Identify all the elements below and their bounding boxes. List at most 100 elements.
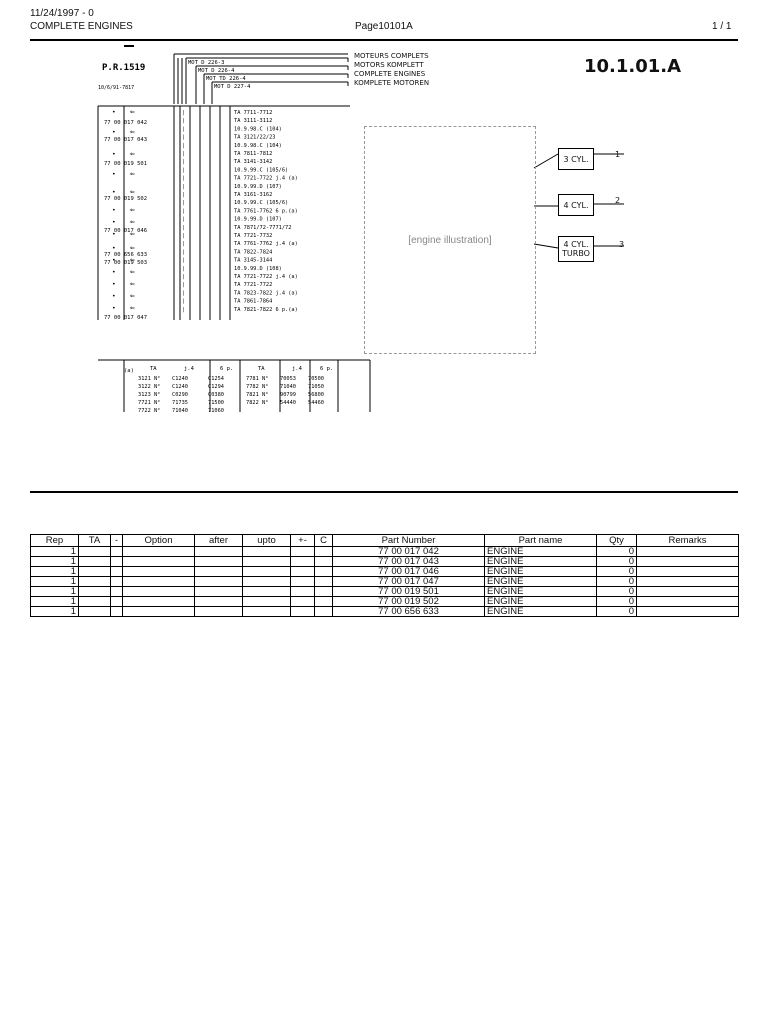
- arrow-marker: ⇐: [130, 169, 135, 178]
- qty-cell: 0: [596, 546, 637, 557]
- lower-table-cell: 54440: [280, 400, 296, 406]
- remarks-cell: [636, 566, 739, 577]
- dash-cell: [110, 606, 123, 617]
- part-number-cell: 77 00 017 047: [332, 576, 485, 587]
- title-nl: KOMPLETE MOTOREN: [354, 79, 430, 87]
- lower-table-cell: 90799: [280, 392, 296, 398]
- lower-table-cell: 70500: [308, 376, 324, 382]
- row-tick: |: [182, 143, 185, 149]
- c-cell: [314, 546, 333, 557]
- after-cell: [194, 606, 243, 617]
- after-cell: [194, 546, 243, 557]
- row-reference: TA 7721-7722 j.4 (a): [234, 176, 298, 182]
- figure-code: 10.1.01.A: [584, 56, 682, 77]
- mot-label: MOT D 226-3: [188, 60, 224, 66]
- remarks-cell: [636, 586, 739, 597]
- rep-cell: 1: [30, 606, 79, 617]
- section-title: COMPLETE ENGINES: [30, 21, 133, 32]
- row-tick: |: [182, 118, 185, 124]
- callout-leader: [533, 153, 559, 169]
- row-reference: TA 7721-7732: [234, 233, 272, 239]
- arrow-marker: ⇐: [130, 291, 135, 300]
- row-tick: |: [182, 217, 185, 223]
- row-reference: TA 7811-7812: [234, 151, 272, 157]
- dash-cell: [110, 586, 123, 597]
- row-bullet: •: [112, 231, 116, 238]
- lower-table-cell: C1294: [208, 384, 224, 390]
- row-reference: 10.9.99.C (105/6): [234, 200, 288, 206]
- upto-cell: [242, 556, 291, 567]
- row-tick: |: [182, 233, 185, 239]
- plusminus-cell: [290, 606, 315, 617]
- arrow-marker: ⇐: [130, 229, 135, 238]
- part-number-cell: 77 00 019 502: [332, 596, 485, 607]
- mot-label: MOT D 226-4: [198, 68, 235, 74]
- row-tick: |: [182, 241, 185, 247]
- column-header: Qty: [596, 534, 637, 547]
- row-tick: |: [182, 192, 185, 198]
- lower-table-cell: 71040: [280, 384, 296, 390]
- c-cell: [314, 606, 333, 617]
- column-header: Remarks: [636, 534, 739, 547]
- row-reference: TA 7711-7712: [234, 110, 272, 116]
- column-header: after: [194, 534, 243, 547]
- lower-table-head: j.4: [184, 366, 195, 372]
- rep-cell: 1: [30, 596, 79, 607]
- remarks-cell: [636, 546, 739, 557]
- dash-cell: [110, 566, 123, 577]
- rep-cell: 1: [30, 556, 79, 567]
- row-reference: 10.9.99.D (108): [234, 266, 282, 272]
- left-part-ref: 77 00 017 042: [104, 120, 147, 126]
- rep-cell: 1: [30, 546, 79, 557]
- lower-table-cell: 54460: [308, 400, 324, 406]
- lower-table-cell: C0380: [208, 392, 224, 398]
- part-number-cell: 77 00 656 633: [332, 606, 485, 617]
- row-tick: |: [182, 307, 185, 313]
- option-cell: [122, 566, 195, 577]
- title-en: COMPLETE ENGINES: [354, 70, 426, 78]
- lower-table-cell: 7721 N°: [138, 400, 160, 406]
- qty-cell: 0: [596, 586, 637, 597]
- lower-table-note: (a): [124, 368, 134, 374]
- row-reference: TA 7823-7822 j.4 (a): [234, 290, 298, 296]
- callout-leader: [533, 243, 559, 249]
- row-bullet: •: [112, 219, 116, 226]
- lower-table-cell: 71735: [172, 400, 188, 406]
- c-cell: [314, 566, 333, 577]
- upto-cell: [242, 546, 291, 557]
- arrow-marker: ⇐: [130, 267, 135, 276]
- option-cell: [122, 596, 195, 607]
- column-header: TA: [78, 534, 111, 547]
- dash-cell: [110, 556, 123, 567]
- lower-table-cell: 7781 N°: [246, 376, 268, 382]
- lower-table-head: 6 p.: [220, 366, 233, 372]
- row-tick: |: [182, 274, 185, 280]
- lower-table-cell: 70053: [280, 376, 296, 382]
- after-cell: [194, 576, 243, 587]
- after-cell: [194, 596, 243, 607]
- remarks-cell: [636, 596, 739, 607]
- lower-table-cell: 7822 N°: [246, 400, 268, 406]
- lower-table-cell: 71050: [308, 384, 324, 390]
- row-reference: TA 3121/22/23: [234, 135, 275, 141]
- qty-cell: 0: [596, 606, 637, 617]
- part-name-cell: ENGINE: [484, 586, 597, 597]
- part-number-cell: 77 00 017 043: [332, 556, 485, 567]
- arrow-marker: ⇐: [130, 303, 135, 312]
- upto-cell: [242, 566, 291, 577]
- row-bullet: •: [112, 189, 116, 196]
- left-part-ref: 77 00 656 633: [104, 252, 147, 258]
- left-part-ref: 77 00 019 501: [104, 161, 147, 167]
- upto-cell: [242, 576, 291, 587]
- row-reference: TA 7761-7762 j.4 (a): [234, 241, 298, 247]
- column-header: Option: [122, 534, 195, 547]
- arrow-marker: ⇐: [130, 279, 135, 288]
- row-reference: 10.9.98.C (104): [234, 143, 282, 149]
- row-reference: TA 3145-3144: [234, 258, 272, 264]
